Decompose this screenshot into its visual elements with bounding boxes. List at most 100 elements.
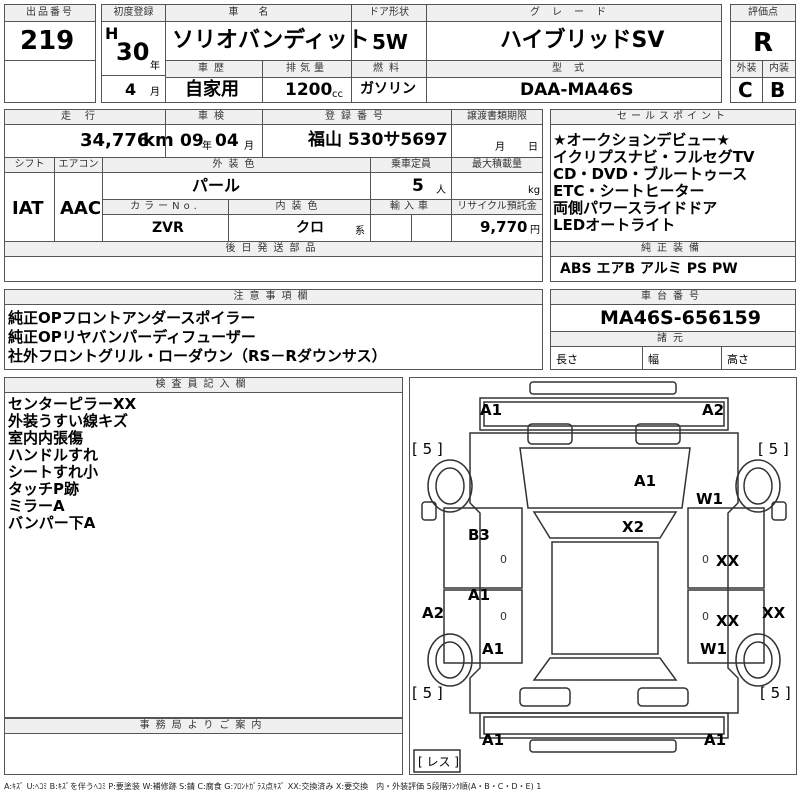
- first-reg-label: 初度登録: [113, 7, 154, 18]
- transfer-month-unit: 月: [495, 142, 505, 153]
- max-load-label: 最大積載量: [472, 159, 522, 170]
- transfer-label: 譲渡書類期限: [467, 111, 527, 122]
- import-label: 輸入車: [390, 201, 432, 212]
- pillar-value: 0: [702, 553, 709, 566]
- legend: A:ｷｽﾞ U:ﾍｺﾐ B:ｷｽﾞを伴うﾍｺﾐ P:要塗装 W:補修跡 S:錆 …: [4, 782, 542, 791]
- damage-rear-fender-right: W1: [700, 640, 727, 658]
- lot-number: 219: [20, 26, 75, 56]
- damage-fender-right: W1: [696, 490, 723, 508]
- color-value: パール: [192, 176, 241, 195]
- damage-front-right: A2: [702, 401, 725, 419]
- damage-door-rr: XX: [716, 612, 740, 630]
- tire-rr: [ 5 ]: [760, 684, 791, 702]
- max-load-unit: kg: [528, 185, 541, 196]
- car-name: ソリオバンディット: [172, 28, 370, 53]
- interior-color-label: 内装色: [275, 201, 324, 212]
- dims-length-label: 長さ: [556, 353, 578, 366]
- aircon-value: AAC: [60, 198, 102, 219]
- int-grade-label: 内装: [769, 63, 789, 74]
- door-label: ドア形状: [369, 7, 409, 18]
- equipment-value: ABS エアB アルミ PS PW: [560, 261, 738, 277]
- aircon-label: エアコン: [58, 159, 99, 170]
- chassis-value: MA46S-656159: [600, 307, 761, 329]
- note-item: 純正OPフロントアンダースポイラー: [8, 309, 256, 327]
- pillar-value: 0: [500, 553, 507, 566]
- first-reg-era: H: [105, 24, 119, 43]
- dims-width-label: 幅: [648, 353, 659, 366]
- displacement-label: 排気量: [286, 63, 328, 74]
- grade-label: グレード: [530, 7, 618, 18]
- door-value: 5W: [372, 30, 408, 54]
- equipment-label: 純正装備: [641, 243, 705, 254]
- plate-value: 福山 530サ5697: [308, 130, 448, 150]
- first-reg-month-unit: 月: [150, 87, 160, 98]
- ext-grade-value: C: [738, 78, 753, 102]
- displacement-value: 1200: [285, 80, 333, 100]
- note-item: 社外フロントグリル・ローダウン（RS－Rダウンサス）: [8, 347, 387, 365]
- sales-item: ETC・シートヒーター: [553, 182, 705, 200]
- inspection-label: 車検: [198, 111, 230, 122]
- inspection-year-unit: 年: [202, 141, 212, 152]
- pillar-value: 0: [500, 610, 507, 623]
- office-label: 事務局よりご案内: [139, 720, 268, 731]
- sales-item: 両側パワースライドドア: [553, 199, 718, 217]
- model-label: 型式: [552, 63, 596, 74]
- capacity-label: 乗車定員: [391, 159, 431, 170]
- capacity-value: 5: [412, 176, 424, 196]
- color-no-value: ZVR: [152, 220, 184, 236]
- car-outline: 0 0 0 0: [413, 381, 787, 773]
- recycle-unit: 円: [530, 225, 540, 236]
- inspector-label: 検査員記入欄: [155, 379, 252, 390]
- inspection-year: 09: [180, 131, 204, 151]
- damage-side-right: XX: [762, 604, 786, 622]
- color-label: 外装色: [212, 159, 261, 170]
- recycle-value: 9,770: [480, 218, 528, 236]
- tire-rl: [ 5 ]: [412, 684, 443, 702]
- mileage-value: 34,776: [80, 130, 150, 151]
- car-damage-diagram: 0 0 0 0 A1 A2 [ 5 ] [ 5 ] A1 W1 X2 B3 XX…: [409, 377, 797, 775]
- sales-list: ★オークションデビュー★ イクリプスナビ・フルセグTV CD・DVD・ブルートゥ…: [553, 132, 755, 234]
- inspector-item: センターピラーXX: [8, 395, 137, 413]
- chassis-label: 車台番号: [641, 291, 705, 302]
- damage-roof: X2: [622, 518, 645, 536]
- ext-grade-label: 外装: [736, 63, 757, 74]
- dims-label: 諸元: [657, 333, 689, 344]
- fuel-label: 燃料: [373, 63, 405, 74]
- recycle-label: リサイクル預託金: [457, 201, 537, 212]
- lot-label: 出品番号: [26, 7, 74, 18]
- capacity-unit: 人: [436, 185, 446, 196]
- damage-door-fl: B3: [468, 526, 490, 544]
- history-label: 車歴: [198, 63, 230, 74]
- damage-front-left: A1: [480, 401, 503, 419]
- inspector-item: ミラーA: [8, 497, 65, 515]
- sales-label: セールスポイント: [617, 111, 729, 122]
- interior-color-value: クロ: [296, 220, 324, 236]
- sales-item: イクリプスナビ・フルセグTV: [553, 148, 755, 166]
- score-label: 評価点: [748, 7, 778, 18]
- inspector-item: シートすれ小: [8, 463, 99, 481]
- inspection-month-unit: 月: [244, 141, 254, 152]
- history-value: 自家用: [185, 79, 239, 100]
- model-value: DAA-MA46S: [520, 80, 634, 100]
- fuel-value: ガソリン: [360, 81, 416, 97]
- damage-door-fr: XX: [716, 552, 740, 570]
- damage-rear-left: A1: [482, 731, 505, 749]
- inspector-item: タッチP跡: [8, 480, 79, 498]
- mileage-label: 走行: [61, 111, 109, 122]
- inspector-list: センターピラーXX 外装うすい線キズ 室内内張傷 ハンドルすれ シートすれ小 タ…: [8, 396, 136, 532]
- damage-hood: A1: [634, 472, 657, 490]
- interior-color-unit: 系: [355, 226, 365, 237]
- grade-value: ハイブリッドSV: [500, 28, 665, 53]
- plate-label: 登録番号: [325, 111, 389, 122]
- pillar-value: 0: [702, 610, 709, 623]
- damage-door-rl: A1: [468, 586, 491, 604]
- tire-fr: [ 5 ]: [758, 440, 789, 458]
- damage-rear-right: A1: [704, 731, 727, 749]
- inspector-item: 室内内張傷: [8, 429, 84, 447]
- car-name-label: 車名: [228, 7, 289, 18]
- inspector-item: ハンドルすれ: [8, 446, 99, 464]
- inspection-month: 04: [215, 131, 239, 151]
- mileage-unit: km: [143, 130, 174, 151]
- tire-fl: [ 5 ]: [412, 440, 443, 458]
- displacement-unit: cc: [332, 89, 343, 100]
